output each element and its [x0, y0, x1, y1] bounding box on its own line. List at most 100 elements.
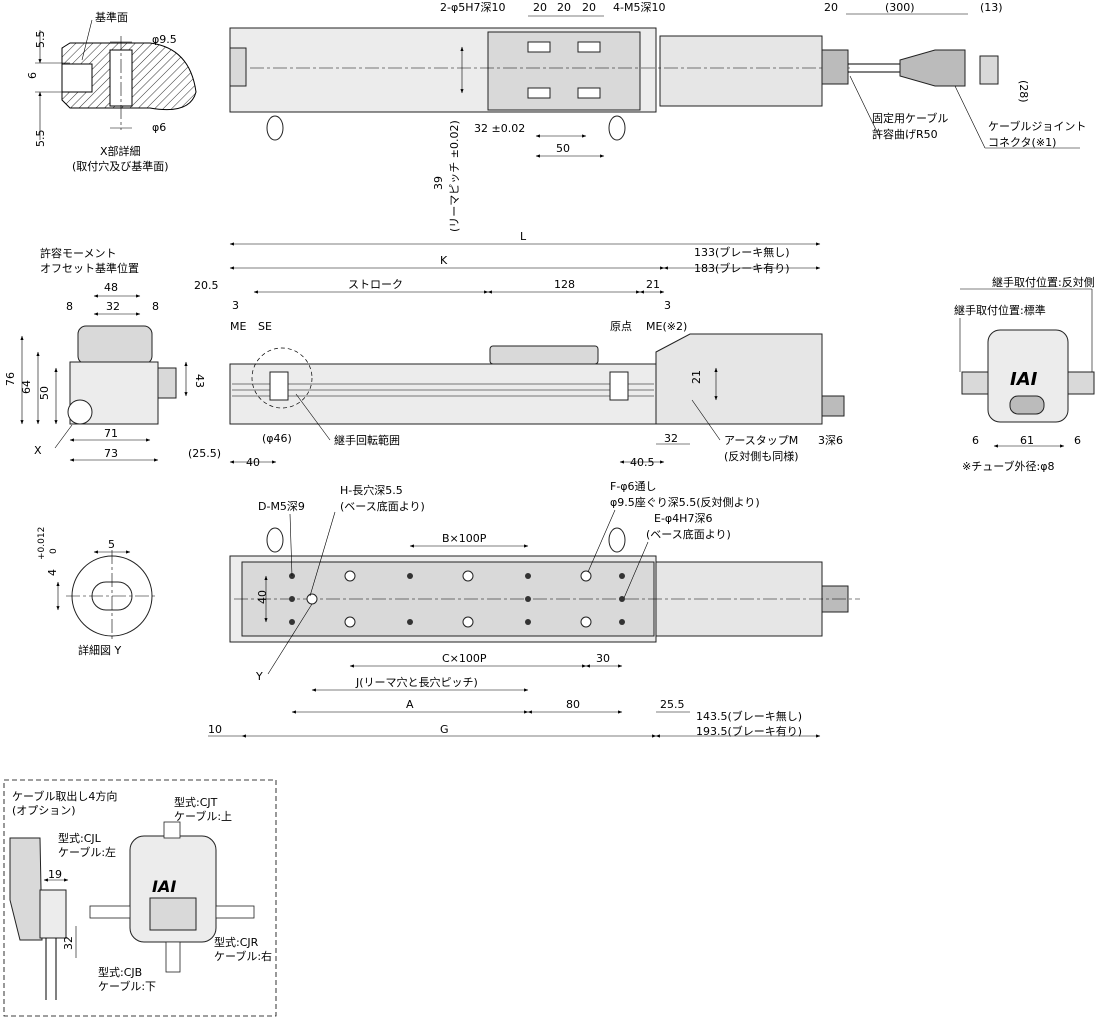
cable-joint-connector [899, 49, 966, 87]
bottom-F2: φ9.5座ぐり深5.5(反対側より) [610, 495, 760, 509]
right-tube: ※チューブ外径:φ8 [962, 459, 1055, 473]
end-moment2: オフセット基準位置 [40, 261, 139, 275]
option-cjt1: 型式:CJT [174, 795, 218, 809]
option-title2: (オプション) [12, 804, 76, 817]
end-view-mount-hole [67, 399, 93, 425]
side-se: SE [258, 320, 272, 333]
option-cjb1: 型式:CJB [98, 965, 142, 979]
bottom-hole [462, 616, 474, 628]
option-cjr1: 型式:CJR [214, 935, 259, 949]
end-view-joint [157, 367, 177, 399]
right-view: IAI 継手取付位置:反対側 継手取付位置:標準 6 61 6 ※チューブ外径:… [954, 275, 1095, 473]
slider-hole [527, 41, 551, 53]
detail-y-tol-zero: 0 [49, 548, 59, 554]
detail-y: 5 4 +0.012 0 詳細図 Y [37, 527, 158, 657]
bottom-hole [344, 616, 356, 628]
side-d40: 40 [246, 456, 260, 469]
top-d32tol: 32 ±0.02 [474, 122, 525, 135]
side-d3a: 3 [232, 299, 239, 312]
bottom-F1: F-φ6通し [610, 480, 657, 493]
top-pitch-label: (リーマピッチ ±0.02) [448, 120, 461, 232]
option-d19: 19 [48, 868, 62, 881]
side-view-motor [655, 333, 823, 425]
top-view-motor [659, 35, 823, 107]
right-d6a: 6 [972, 434, 979, 447]
end-d32: 32 [106, 300, 120, 313]
option-box-frame [3, 779, 277, 1017]
side-view-slider [489, 345, 599, 365]
end-moment1: 許容モーメント [40, 246, 117, 260]
option-cjl1: 型式:CJL [58, 831, 102, 845]
joint-fitting [608, 115, 626, 141]
end-d48: 48 [104, 281, 118, 294]
bottom-G: G [440, 723, 449, 736]
top-d300: (300) [885, 1, 915, 14]
option-cable-left [89, 905, 131, 919]
side-d21: 21 [646, 278, 660, 291]
detail-x-subtitle: (取付穴及び基準面) [72, 159, 169, 173]
side-origin: 原点 [610, 320, 632, 333]
joint-rotation-range [251, 347, 313, 409]
side-stroke: ストローク [348, 278, 403, 291]
detail-y-tol-plus: +0.012 [37, 527, 47, 560]
end-view-slider [77, 325, 153, 365]
detail-x-d95: φ9.5 [152, 33, 177, 46]
option-front-connector [149, 897, 197, 931]
bottom-hole [619, 573, 625, 579]
side-earth: アースタップM [724, 434, 798, 447]
top-d20c: 20 [582, 1, 596, 14]
option-cjt2: ケーブル:上 [174, 809, 232, 823]
top-d20-cable: 20 [824, 1, 838, 14]
end-x-label: X [34, 444, 42, 457]
right-d6b: 6 [1074, 434, 1081, 447]
bottom-E2: (ベース底面より) [646, 527, 731, 541]
bottom-A: A [406, 698, 414, 711]
option-logo: IAI [152, 877, 176, 896]
top-d50: 50 [556, 142, 570, 155]
bottom-hole [525, 619, 531, 625]
joint-fitting [266, 115, 284, 141]
detail-x-d6: φ6 [152, 121, 166, 134]
right-joint-std: 継手取付位置:標準 [954, 303, 1046, 317]
bottom-hole [619, 596, 625, 602]
option-box: ケーブル取出し4方向 (オプション) 19 32 IAI 型式:CJT ケーブル… [3, 779, 277, 1017]
bottom-hole [462, 570, 474, 582]
bottom-hole [407, 619, 413, 625]
side-me2: ME(※2) [646, 320, 687, 333]
side-view: L K 133(ブレーキ無し) 183(ブレーキ有り) 20.5 3 ストローク… [194, 230, 845, 469]
side-me1: ME [230, 320, 246, 333]
slider-hole [577, 87, 601, 99]
bottom-d1435: 143.5(ブレーキ無し) [696, 709, 802, 723]
top-cable-bend: 許容曲げR50 [872, 127, 938, 141]
bottom-hole [525, 596, 531, 602]
bottom-B: B×100P [442, 532, 487, 545]
top-cable-joint: ケーブルジョイント [988, 119, 1086, 133]
detail-y-d4: 4 [46, 569, 59, 576]
end-d76: 76 [4, 372, 17, 386]
option-cjr2: ケーブル:右 [214, 949, 272, 963]
leader-line [267, 603, 313, 675]
end-d8a: 8 [66, 300, 73, 313]
option-cable-top [163, 821, 181, 839]
detail-x-reference-groove [61, 63, 93, 93]
right-view-gland [1009, 395, 1045, 415]
option-cjb2: ケーブル:下 [98, 979, 156, 993]
side-d128: 128 [554, 278, 575, 291]
bottom-hole [619, 619, 625, 625]
side-joint-range: 継手回転範囲 [334, 433, 400, 447]
right-view-joint-opp [1067, 371, 1095, 395]
detail-x-title: X部詳細 [100, 144, 141, 158]
bottom-d1935: 193.5(ブレーキ有り) [696, 724, 802, 738]
bottom-hole [344, 570, 356, 582]
end-d8b: 8 [152, 300, 159, 313]
detail-x-d6v: 6 [26, 72, 39, 79]
bottom-d10: 10 [208, 723, 222, 736]
leader-line [954, 85, 986, 149]
bottom-Y: Y [255, 670, 263, 683]
top-hole-tap: 4-M5深10 [613, 1, 665, 14]
top-d28: (28) [1017, 80, 1030, 103]
joint-fitting [608, 527, 626, 553]
side-view-base [229, 363, 657, 425]
bottom-H2: (ベース底面より) [340, 499, 425, 513]
side-d21v: 21 [690, 370, 703, 384]
